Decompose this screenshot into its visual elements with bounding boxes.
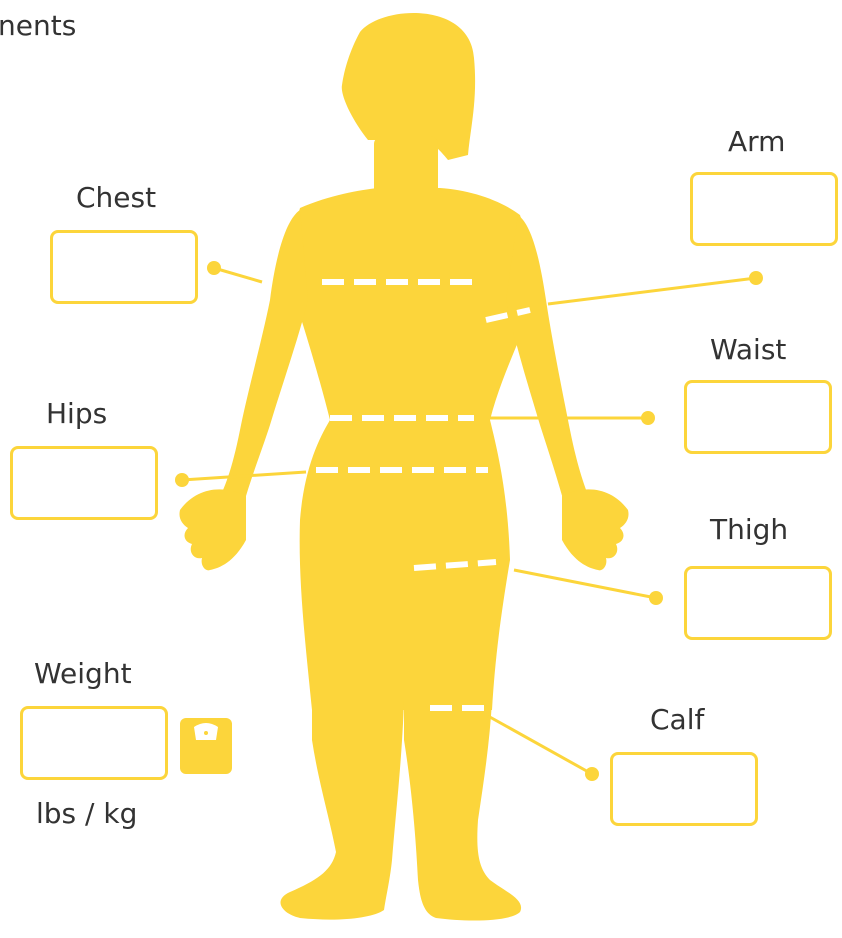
calf-label: Calf xyxy=(650,706,704,734)
weight-input[interactable] xyxy=(23,709,165,777)
calf-input[interactable] xyxy=(613,755,755,823)
page-title: nents xyxy=(0,12,76,40)
arm-input[interactable] xyxy=(693,175,835,243)
waist-label: Waist xyxy=(710,336,786,364)
hips-input[interactable] xyxy=(13,449,155,517)
thigh-input[interactable] xyxy=(687,569,829,637)
chest-field[interactable] xyxy=(50,230,198,304)
chest-label: Chest xyxy=(76,184,156,212)
weight-unit: lbs / kg xyxy=(36,800,137,828)
bathroom-scale-icon xyxy=(180,718,232,774)
arm-field[interactable] xyxy=(690,172,838,246)
waist-field[interactable] xyxy=(684,380,832,454)
thigh-field[interactable] xyxy=(684,566,832,640)
hips-label: Hips xyxy=(46,400,107,428)
thigh-label: Thigh xyxy=(710,516,788,544)
weight-field[interactable] xyxy=(20,706,168,780)
chest-input[interactable] xyxy=(53,233,195,301)
body-silhouette-icon xyxy=(179,13,628,920)
weight-label: Weight xyxy=(34,660,132,688)
waist-input[interactable] xyxy=(687,383,829,451)
calf-field[interactable] xyxy=(610,752,758,826)
arm-label: Arm xyxy=(728,128,785,156)
hips-field[interactable] xyxy=(10,446,158,520)
